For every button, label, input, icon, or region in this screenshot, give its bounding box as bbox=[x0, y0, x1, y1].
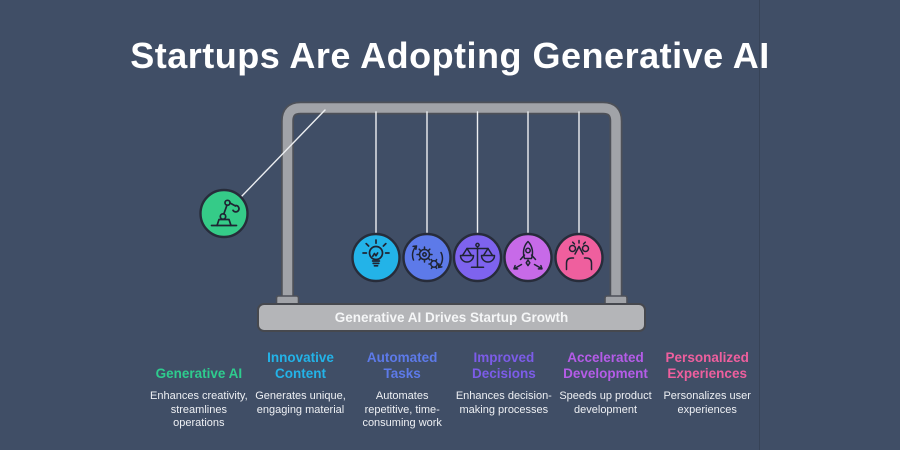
page-title: Startups Are Adopting Generative AI bbox=[130, 35, 770, 76]
column-improved-decisions: Improved Decisions Enhances decision- ma… bbox=[453, 348, 555, 431]
benefit-heading: Innovative Content bbox=[267, 350, 334, 381]
benefit-description: Enhances creativity, streamlines operati… bbox=[150, 390, 248, 429]
innovative-content-ball bbox=[351, 232, 401, 283]
cradle-frame bbox=[281, 101, 623, 311]
high-five-icon bbox=[565, 239, 593, 271]
column-generative-ai: Generative AI Enhances creativity, strea… bbox=[148, 348, 250, 431]
column-automated-tasks: Automated Tasks Automates repetitive, ti… bbox=[351, 348, 453, 431]
frame-feet bbox=[275, 295, 628, 306]
benefit-columns: Generative AI Enhances creativity, strea… bbox=[148, 348, 758, 431]
lightbulb-icon bbox=[362, 239, 390, 267]
frame-bar bbox=[282, 103, 621, 309]
base-label: Generative AI Drives Startup Growth bbox=[335, 310, 569, 325]
column-accelerated-development: Accelerated Development Speeds up produc… bbox=[555, 348, 657, 431]
benefit-description: Generates unique, engaging material bbox=[255, 390, 346, 416]
gears-cycle-icon bbox=[411, 245, 444, 270]
benefit-heading: Automated Tasks bbox=[366, 350, 438, 381]
swung-string bbox=[240, 109, 326, 198]
benefit-heading: Improved Decisions bbox=[471, 350, 536, 381]
benefit-heading: Personalized Experiences bbox=[665, 350, 749, 381]
pendulum-strings bbox=[240, 109, 580, 236]
benefit-description: Speeds up product development bbox=[559, 390, 652, 416]
benefit-heading: Generative AI bbox=[155, 365, 243, 381]
automated-tasks-ball bbox=[402, 232, 452, 283]
column-innovative-content: Innovative Content Generates unique, eng… bbox=[250, 348, 352, 431]
benefit-heading: Accelerated Development bbox=[563, 350, 648, 381]
background-seam-divider bbox=[759, 0, 760, 450]
benefit-description: Automates repetitive, time- consuming wo… bbox=[362, 390, 442, 429]
scales-icon bbox=[459, 242, 496, 269]
benefit-description: Personalizes user experiences bbox=[663, 390, 751, 416]
cradle-base bbox=[257, 303, 646, 332]
column-personalized-experiences: Personalized Experiences Personalizes us… bbox=[656, 348, 758, 431]
robot-arm-icon bbox=[210, 199, 240, 227]
benefit-description: Enhances decision- making processes bbox=[455, 390, 552, 416]
rocket-launch-icon bbox=[513, 240, 543, 270]
ball-icons bbox=[210, 199, 593, 271]
